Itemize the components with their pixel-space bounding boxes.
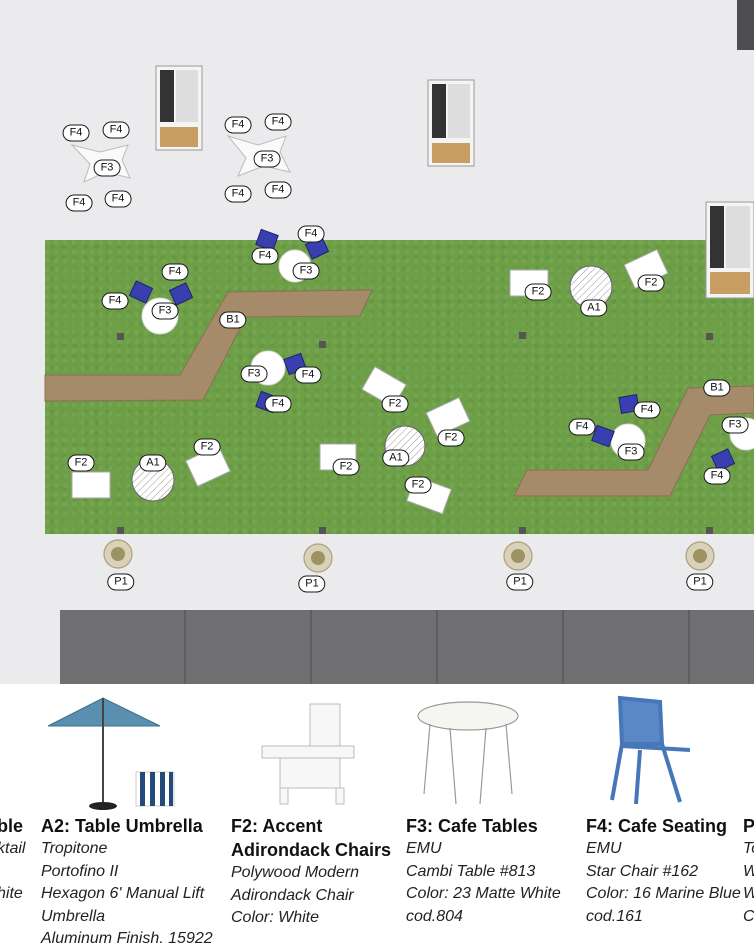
legend-item-line: cod.804 [406,907,463,925]
furniture-tag-f3: F3 [292,262,320,280]
furniture-tag-f4: F4 [297,225,325,243]
legend-item-line: Color: White [231,909,320,926]
legend-partial-line: hite [0,884,23,902]
furniture-tag-f4: F4 [633,401,661,419]
boardwalk-path-left [44,289,373,402]
blue-chairs [128,228,736,472]
adirondack-chair-image [261,703,355,805]
furniture-tag-f4: F4 [264,395,292,413]
legend-item-line: Hexagon 6' Manual Lift [41,885,205,902]
legend-item-line: Polywood Modern [231,864,360,881]
furniture-tag-p1: P1 [506,573,534,591]
legend-product-images [47,695,691,810]
legend-item-line: Portofino II [41,862,119,880]
cafe-table-image [417,701,519,805]
legend-partial-left: ble ktail hite [0,814,25,905]
sidewalk-strip [60,610,754,684]
legend-item-line: Aluminum Finish, 15922 [41,930,213,943]
planter-bench-1 [155,65,203,151]
cafe-chair-image [610,695,691,805]
furniture-tag-f3: F3 [93,159,121,177]
furniture-tag-b1: B1 [219,311,247,329]
furniture-tag-f4: F4 [102,121,130,139]
furniture-tag-f4: F4 [251,247,279,265]
legend-item-line: EMU [586,840,622,857]
furniture-tag-p1: P1 [298,575,326,593]
furniture-tag-f2: F2 [332,458,360,476]
furniture-tag-a1: A1 [580,299,608,317]
legend-item-line: Tropitone [41,840,108,857]
plan-drawing [44,65,754,573]
legend-partial-title: ble [0,816,24,836]
legend-item-line: Color: 23 Matte White [406,885,561,902]
posts [117,332,713,534]
furniture-tag-f4: F4 [65,194,93,212]
legend-item-line: cod.161 [586,907,643,925]
furniture-tag-f2: F2 [381,395,409,413]
legend-item-line: Star Chair #162 [586,862,699,880]
furniture-tag-f4: F4 [294,366,322,384]
legend-item-title: F4: Cafe Seating [586,816,728,836]
furniture-tag-f3: F3 [151,302,179,320]
building-edge [737,0,754,50]
furniture-tag-f2: F2 [67,454,95,472]
legend-item-title: F3: Cafe Tables [406,816,538,836]
furniture-tag-a1: A1 [382,449,410,467]
umbrella-image [47,697,175,810]
legend-item-line: W [743,883,754,906]
planter-bench-3 [705,201,754,299]
legend-item-line: To [743,840,754,857]
boardwalk-path-right [513,385,754,497]
legend-item-title: Adirondack Chairs [231,840,392,860]
furniture-tag-f3: F3 [617,443,645,461]
legend-item-table-umbrella: A2: Table Umbrella Tropitone Portofino I… [41,814,213,943]
furniture-tag-b1: B1 [703,379,731,397]
legend-partial-line: ktail [0,840,26,857]
furniture-tag-f2: F2 [637,274,665,292]
legend-item-line: Umbrella [41,907,106,925]
furniture-tag-f3: F3 [253,150,281,168]
furniture-tag-f4: F4 [62,124,90,142]
legend-item-line: Color: 16 Marine Blue [586,885,741,902]
furniture-tag-f3: F3 [721,416,749,434]
furniture-tag-f4: F4 [703,467,731,485]
legend-item-line: W [743,861,754,884]
legend-item-adirondack-chairs: F2: Accent Adirondack Chairs Polywood Mo… [231,814,391,930]
legend-item-title: A2: Table Umbrella [41,816,203,836]
planter-bench-2 [427,79,475,167]
furniture-tag-f4: F4 [224,116,252,134]
legend-item-line: Cambi Table #813 [406,862,536,880]
furniture-tag-f2: F2 [437,429,465,447]
furniture-tag-f2: F2 [193,438,221,456]
legend-item-partial-right: P To W W C [743,814,754,928]
furniture-tag-f4: F4 [568,418,596,436]
legend-item-title: F2: Accent [231,816,323,836]
legend-item-cafe-tables: F3: Cafe Tables EMU Cambi Table #813 Col… [406,814,561,928]
furniture-legend: ble ktail hite A2: Table Umbrella Tropit… [0,684,754,943]
legend-item-title: P [743,816,754,836]
legend-item-line: C [743,907,754,925]
furniture-tag-f2: F2 [524,283,552,301]
furniture-tag-p1: P1 [107,573,135,591]
furniture-tag-p1: P1 [686,573,714,591]
furniture-tag-f4: F4 [161,263,189,281]
furniture-tag-f4: F4 [224,185,252,203]
furniture-tag-a1: A1 [139,454,167,472]
furniture-tag-f4: F4 [264,181,292,199]
furniture-tag-f4: F4 [101,292,129,310]
furniture-tag-f4: F4 [104,190,132,208]
planter-pots [103,539,715,573]
legend-item-line: Adirondack Chair [231,886,354,904]
legend-item-cafe-seating: F4: Cafe Seating EMU Star Chair #162 Col… [586,814,741,928]
furniture-tag-f2: F2 [404,476,432,494]
furniture-tag-f3: F3 [240,365,268,383]
furniture-tag-f4: F4 [264,113,292,131]
legend-item-line: EMU [406,840,442,857]
